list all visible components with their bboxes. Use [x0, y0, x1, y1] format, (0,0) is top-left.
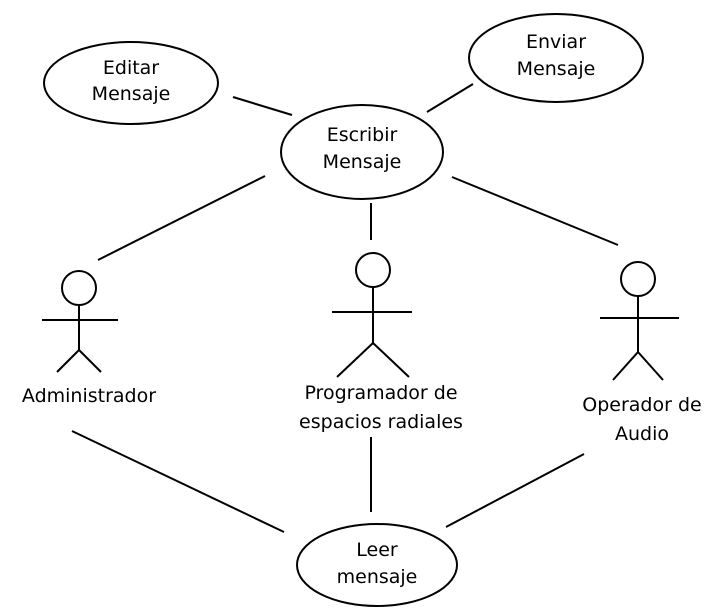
use-case-label: Mensaje	[323, 151, 402, 173]
use-case-enviar-mensaje: Enviar Mensaje	[468, 13, 644, 103]
assoc-escribir-operador	[451, 176, 619, 246]
use-case-leer-mensaje: Leer mensaje	[296, 523, 458, 607]
use-case-escribir-mensaje: Escribir Mensaje	[280, 104, 444, 200]
actor-label: Programador de	[304, 382, 457, 404]
use-case-label: mensaje	[337, 566, 418, 588]
actor-operador-de-audio: Operador de Audio	[582, 261, 702, 445]
actor-administrador: Administrador	[22, 270, 156, 407]
use-case-label: Mensaje	[517, 58, 596, 80]
use-case-editar-mensaje: Editar Mensaje	[43, 41, 219, 125]
stick-figure-icon	[600, 261, 679, 381]
use-case-label: Escribir	[327, 124, 398, 146]
assoc-escribir-administrador	[97, 175, 266, 261]
assoc-editar-escribir	[232, 96, 293, 116]
use-case-label: Leer	[356, 539, 398, 561]
actor-label: Administrador	[22, 385, 156, 407]
actor-label: espacios radiales	[299, 411, 463, 433]
assoc-operador-leer	[445, 453, 585, 528]
assoc-enviar-escribir	[426, 83, 474, 113]
assoc-administrador-leer	[71, 430, 285, 533]
stick-figure-icon	[42, 270, 118, 373]
actor-programador-de-espacios-radiales: Programador de espacios radiales	[299, 252, 463, 433]
actor-label: Operador de	[582, 394, 701, 416]
use-case-label: Mensaje	[92, 83, 171, 105]
stick-figure-icon	[332, 252, 412, 378]
use-case-label: Enviar	[526, 31, 586, 53]
use-case-label: Editar	[103, 57, 159, 79]
actor-label: Audio	[615, 423, 669, 445]
